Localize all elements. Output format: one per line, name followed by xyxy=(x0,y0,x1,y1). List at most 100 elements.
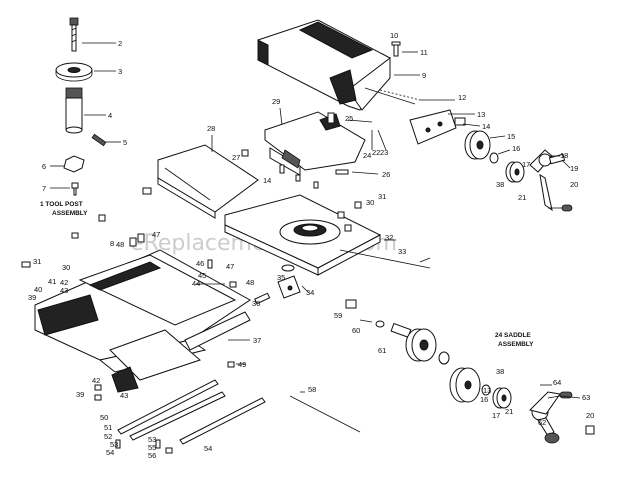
svg-text:37: 37 xyxy=(253,336,261,345)
part-7-screw xyxy=(71,182,79,196)
svg-text:42: 42 xyxy=(92,376,100,385)
svg-text:28: 28 xyxy=(207,124,215,133)
gib-strips xyxy=(117,379,361,445)
part-27-screw xyxy=(241,149,249,157)
svg-text:35: 35 xyxy=(277,273,285,282)
tool-post-assembly xyxy=(55,17,107,196)
svg-text:17: 17 xyxy=(492,411,500,420)
handwheel-assembly-top xyxy=(464,130,573,212)
svg-text:30: 30 xyxy=(366,198,374,207)
svg-text:45: 45 xyxy=(198,271,206,280)
part-33-rod xyxy=(339,249,431,269)
svg-text:58: 58 xyxy=(308,385,316,394)
svg-text:33: 33 xyxy=(398,247,406,256)
svg-text:42: 42 xyxy=(60,278,68,287)
svg-text:38: 38 xyxy=(496,367,504,376)
svg-text:14: 14 xyxy=(482,122,490,131)
svg-text:22: 22 xyxy=(372,148,380,157)
svg-text:53: 53 xyxy=(148,435,156,444)
svg-text:6: 6 xyxy=(42,162,46,171)
svg-text:48: 48 xyxy=(116,240,124,249)
part-collar-lower xyxy=(438,351,450,365)
svg-text:51: 51 xyxy=(104,423,112,432)
svg-text:24 SADDLE: 24 SADDLE xyxy=(495,332,531,339)
svg-text:31: 31 xyxy=(378,192,386,201)
svg-text:27: 27 xyxy=(232,153,240,162)
part-12-gib xyxy=(364,87,421,105)
svg-text:13: 13 xyxy=(477,110,485,119)
part-4-post xyxy=(65,87,83,134)
svg-text:52: 52 xyxy=(104,432,112,441)
svg-text:21: 21 xyxy=(505,407,513,416)
svg-text:64: 64 xyxy=(553,378,561,387)
svg-text:8: 8 xyxy=(110,239,114,248)
svg-text:21: 21 xyxy=(518,193,526,202)
part-37-base-bed xyxy=(34,249,251,393)
svg-text:25: 25 xyxy=(345,114,353,123)
svg-text:4: 4 xyxy=(108,111,112,120)
svg-text:ASSEMBLY: ASSEMBLY xyxy=(498,341,534,348)
svg-text:1 TOOL POST: 1 TOOL POST xyxy=(40,201,83,208)
svg-text:39: 39 xyxy=(28,293,36,302)
part-34-block xyxy=(277,275,301,299)
svg-text:36: 36 xyxy=(252,299,260,308)
svg-text:11: 11 xyxy=(420,48,428,57)
svg-text:13: 13 xyxy=(483,386,491,395)
svg-text:9: 9 xyxy=(422,71,426,80)
leader-lines xyxy=(50,42,581,399)
svg-text:50: 50 xyxy=(100,413,108,422)
small-screws xyxy=(21,164,362,454)
svg-text:23: 23 xyxy=(380,148,388,157)
part-60-washer xyxy=(375,320,385,328)
svg-text:30: 30 xyxy=(62,263,70,272)
svg-text:18: 18 xyxy=(560,151,568,160)
part-26-screw xyxy=(335,169,349,175)
svg-text:40: 40 xyxy=(34,285,42,294)
part-16-washer-lower xyxy=(481,384,491,396)
svg-text:12: 12 xyxy=(458,93,466,102)
svg-text:34: 34 xyxy=(306,288,314,297)
svg-text:62: 62 xyxy=(538,418,546,427)
caption-saddle: 24 SADDLE ASSEMBLY xyxy=(495,332,534,348)
part-18-19-crank xyxy=(529,149,573,212)
svg-text:20: 20 xyxy=(586,411,594,420)
part-13-dial-lower xyxy=(449,367,481,403)
part-25-pin xyxy=(327,112,335,124)
svg-text:47: 47 xyxy=(152,230,160,239)
svg-text:29: 29 xyxy=(272,97,280,106)
part-16-washer xyxy=(489,152,499,164)
compound-slide xyxy=(257,19,391,111)
svg-text:26: 26 xyxy=(382,170,390,179)
svg-text:61: 61 xyxy=(378,346,386,355)
svg-text:54: 54 xyxy=(204,444,212,453)
svg-text:2: 2 xyxy=(118,39,122,48)
svg-text:54: 54 xyxy=(106,448,114,457)
svg-text:16: 16 xyxy=(512,144,520,153)
svg-text:31: 31 xyxy=(33,257,41,266)
svg-text:14: 14 xyxy=(263,176,271,185)
part-6-nut xyxy=(63,155,85,173)
part-20-screw-lower xyxy=(585,425,595,435)
svg-text:48: 48 xyxy=(246,278,254,287)
svg-text:43: 43 xyxy=(60,286,68,295)
part-2-bolt xyxy=(69,17,79,52)
swivel-base xyxy=(224,194,382,276)
svg-text:20: 20 xyxy=(570,180,578,189)
svg-text:3: 3 xyxy=(118,67,122,76)
part-28-top-plate xyxy=(157,144,259,219)
svg-text:39: 39 xyxy=(76,390,84,399)
part-59-nut xyxy=(345,299,357,309)
svg-text:63: 63 xyxy=(582,393,590,402)
svg-text:17: 17 xyxy=(522,160,530,169)
callout-labels: 2 3 4 5 6 7 8 9 10 11 12 13 13 14 14 15 … xyxy=(28,31,594,460)
svg-text:38: 38 xyxy=(496,180,504,189)
part-15-dial xyxy=(464,130,491,160)
svg-text:32: 32 xyxy=(385,233,393,242)
svg-text:53: 53 xyxy=(110,440,118,449)
part-13-bracket xyxy=(409,109,457,145)
svg-text:56: 56 xyxy=(148,451,156,460)
svg-text:43: 43 xyxy=(120,391,128,400)
svg-text:49: 49 xyxy=(238,360,246,369)
svg-text:5: 5 xyxy=(123,138,127,147)
